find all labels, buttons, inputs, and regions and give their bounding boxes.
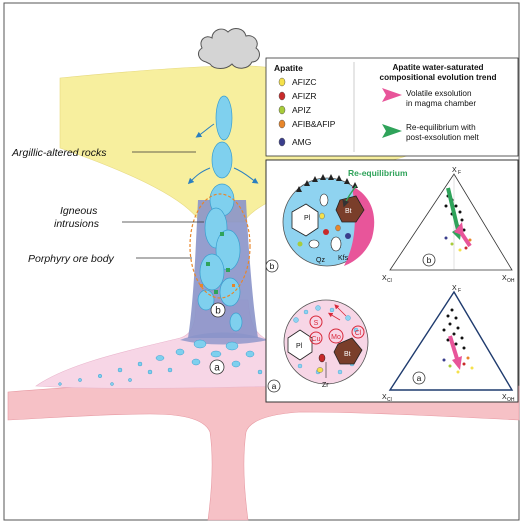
marker-b-main: b xyxy=(210,302,226,318)
inset-a-mo: Mo xyxy=(331,334,341,341)
inset-a-cu: Cu xyxy=(312,336,321,343)
trend-title-1: Apatite water-saturated xyxy=(393,63,484,72)
ternary-a-right-sub: OH xyxy=(507,397,515,403)
ternary-a: X F X Cl X OH a xyxy=(382,285,515,403)
legend-label-apiz: APIZ xyxy=(292,105,311,115)
trend-title-2: compositional evolution trend xyxy=(380,73,497,82)
legend-label-afizc: AFIZC xyxy=(292,77,317,87)
inset-a-cl: Cl xyxy=(355,330,362,337)
left-labels: Argillic-altered rocks Igneous intrusion… xyxy=(11,147,204,265)
legend-label-afib-afip: AFIB&AFIP xyxy=(292,119,336,129)
legend-frame xyxy=(265,57,519,157)
trend-volatile-line2: in magma chamber xyxy=(406,99,476,108)
inset-b-qz: Qz xyxy=(316,257,325,264)
label-argillic: Argillic-altered rocks xyxy=(11,147,107,159)
legend-item-apiz: APIZ xyxy=(278,105,311,115)
ternary-b-top-sub: F xyxy=(458,170,461,176)
legend-swatch-amg xyxy=(278,137,286,147)
figure-frame xyxy=(3,2,520,521)
trend-reequilibrium-line2: post-exsolution melt xyxy=(406,133,480,142)
legend-swatch-afizc xyxy=(278,77,286,87)
ternary-a-right: X xyxy=(502,394,507,401)
inset-a-bt: Bt xyxy=(344,351,351,358)
ternary-a-left-sub: Cl xyxy=(387,397,392,403)
porphyry-boundary xyxy=(189,193,251,299)
ternary-b-top: X xyxy=(452,167,457,174)
inset-b-kfs: Kfs xyxy=(338,255,349,262)
inset-b-marker: b xyxy=(270,261,275,271)
legend-title: Apatite xyxy=(274,63,303,73)
legend-swatch-afib-afip xyxy=(278,119,286,129)
trend-volatile: Volatile exsolution in magma chamber xyxy=(382,88,476,108)
ternary-b-right-sub: OH xyxy=(507,278,515,284)
legend-label-afizr: AFIZR xyxy=(292,91,317,101)
marker-b-text: b xyxy=(215,306,221,317)
inset-b-bt: Bt xyxy=(345,208,352,215)
legend: Apatite AFIZC AFIZR APIZ AFIB&AFIP AMG A… xyxy=(265,57,519,157)
label-igneous-1: Igneous xyxy=(60,205,98,217)
legend-swatch-apiz xyxy=(278,105,286,115)
fluid-arrows xyxy=(187,123,259,185)
trend-reequilibrium-line1: Re-equilibrium with xyxy=(406,123,476,132)
trend-volatile-arrow xyxy=(382,88,402,102)
legend-item-amg: AMG xyxy=(278,137,311,147)
ternary-a-left: X xyxy=(382,394,387,401)
ternary-a-top-sub: F xyxy=(458,288,461,294)
legend-item-afib-afip: AFIB&AFIP xyxy=(278,119,336,129)
ore-markers xyxy=(200,232,235,294)
ternary-b: X F X Cl X OH b xyxy=(382,167,515,284)
reequilibrium-label: Re-equilibrium xyxy=(348,168,408,178)
marker-a-text: a xyxy=(214,363,220,374)
inset-a-circle: S Cu Mo Cl Pl Bt Zr a xyxy=(267,299,369,393)
marker-a-main: a xyxy=(209,359,225,375)
eruption-cloud xyxy=(198,28,260,69)
trend-volatile-line1: Volatile exsolution xyxy=(406,89,472,98)
inset-a-zr: Zr xyxy=(322,382,329,389)
ternary-a-marker: a xyxy=(417,373,422,383)
label-igneous-2: intrusions xyxy=(54,218,100,230)
trend-reequilibrium-arrow xyxy=(382,124,402,138)
legend-swatch-afizr xyxy=(278,91,286,101)
legend-item-afizr: AFIZR xyxy=(278,91,317,101)
inset-a-marker: a xyxy=(272,381,277,391)
inset-panel: Pl Bt Qz Kfs b Re-equilibrium xyxy=(265,159,519,403)
inset-b-pl: Pl xyxy=(304,215,311,222)
ternary-a-top: X xyxy=(452,285,457,292)
ternary-b-left: X xyxy=(382,275,387,282)
label-porphyry: Porphyry ore body xyxy=(28,253,115,265)
inset-a-pl: Pl xyxy=(296,343,303,350)
ternary-b-left-sub: Cl xyxy=(387,278,392,284)
legend-item-afizc: AFIZC xyxy=(278,77,317,87)
trend-reequilibrium: Re-equilibrium with post-exsolution melt xyxy=(382,123,480,142)
inset-b-circle: Pl Bt Qz Kfs b xyxy=(265,174,375,273)
inset-a-s: S xyxy=(314,320,319,327)
ternary-b-marker: b xyxy=(427,255,432,265)
ternary-b-right: X xyxy=(502,275,507,282)
legend-label-amg: AMG xyxy=(292,137,311,147)
